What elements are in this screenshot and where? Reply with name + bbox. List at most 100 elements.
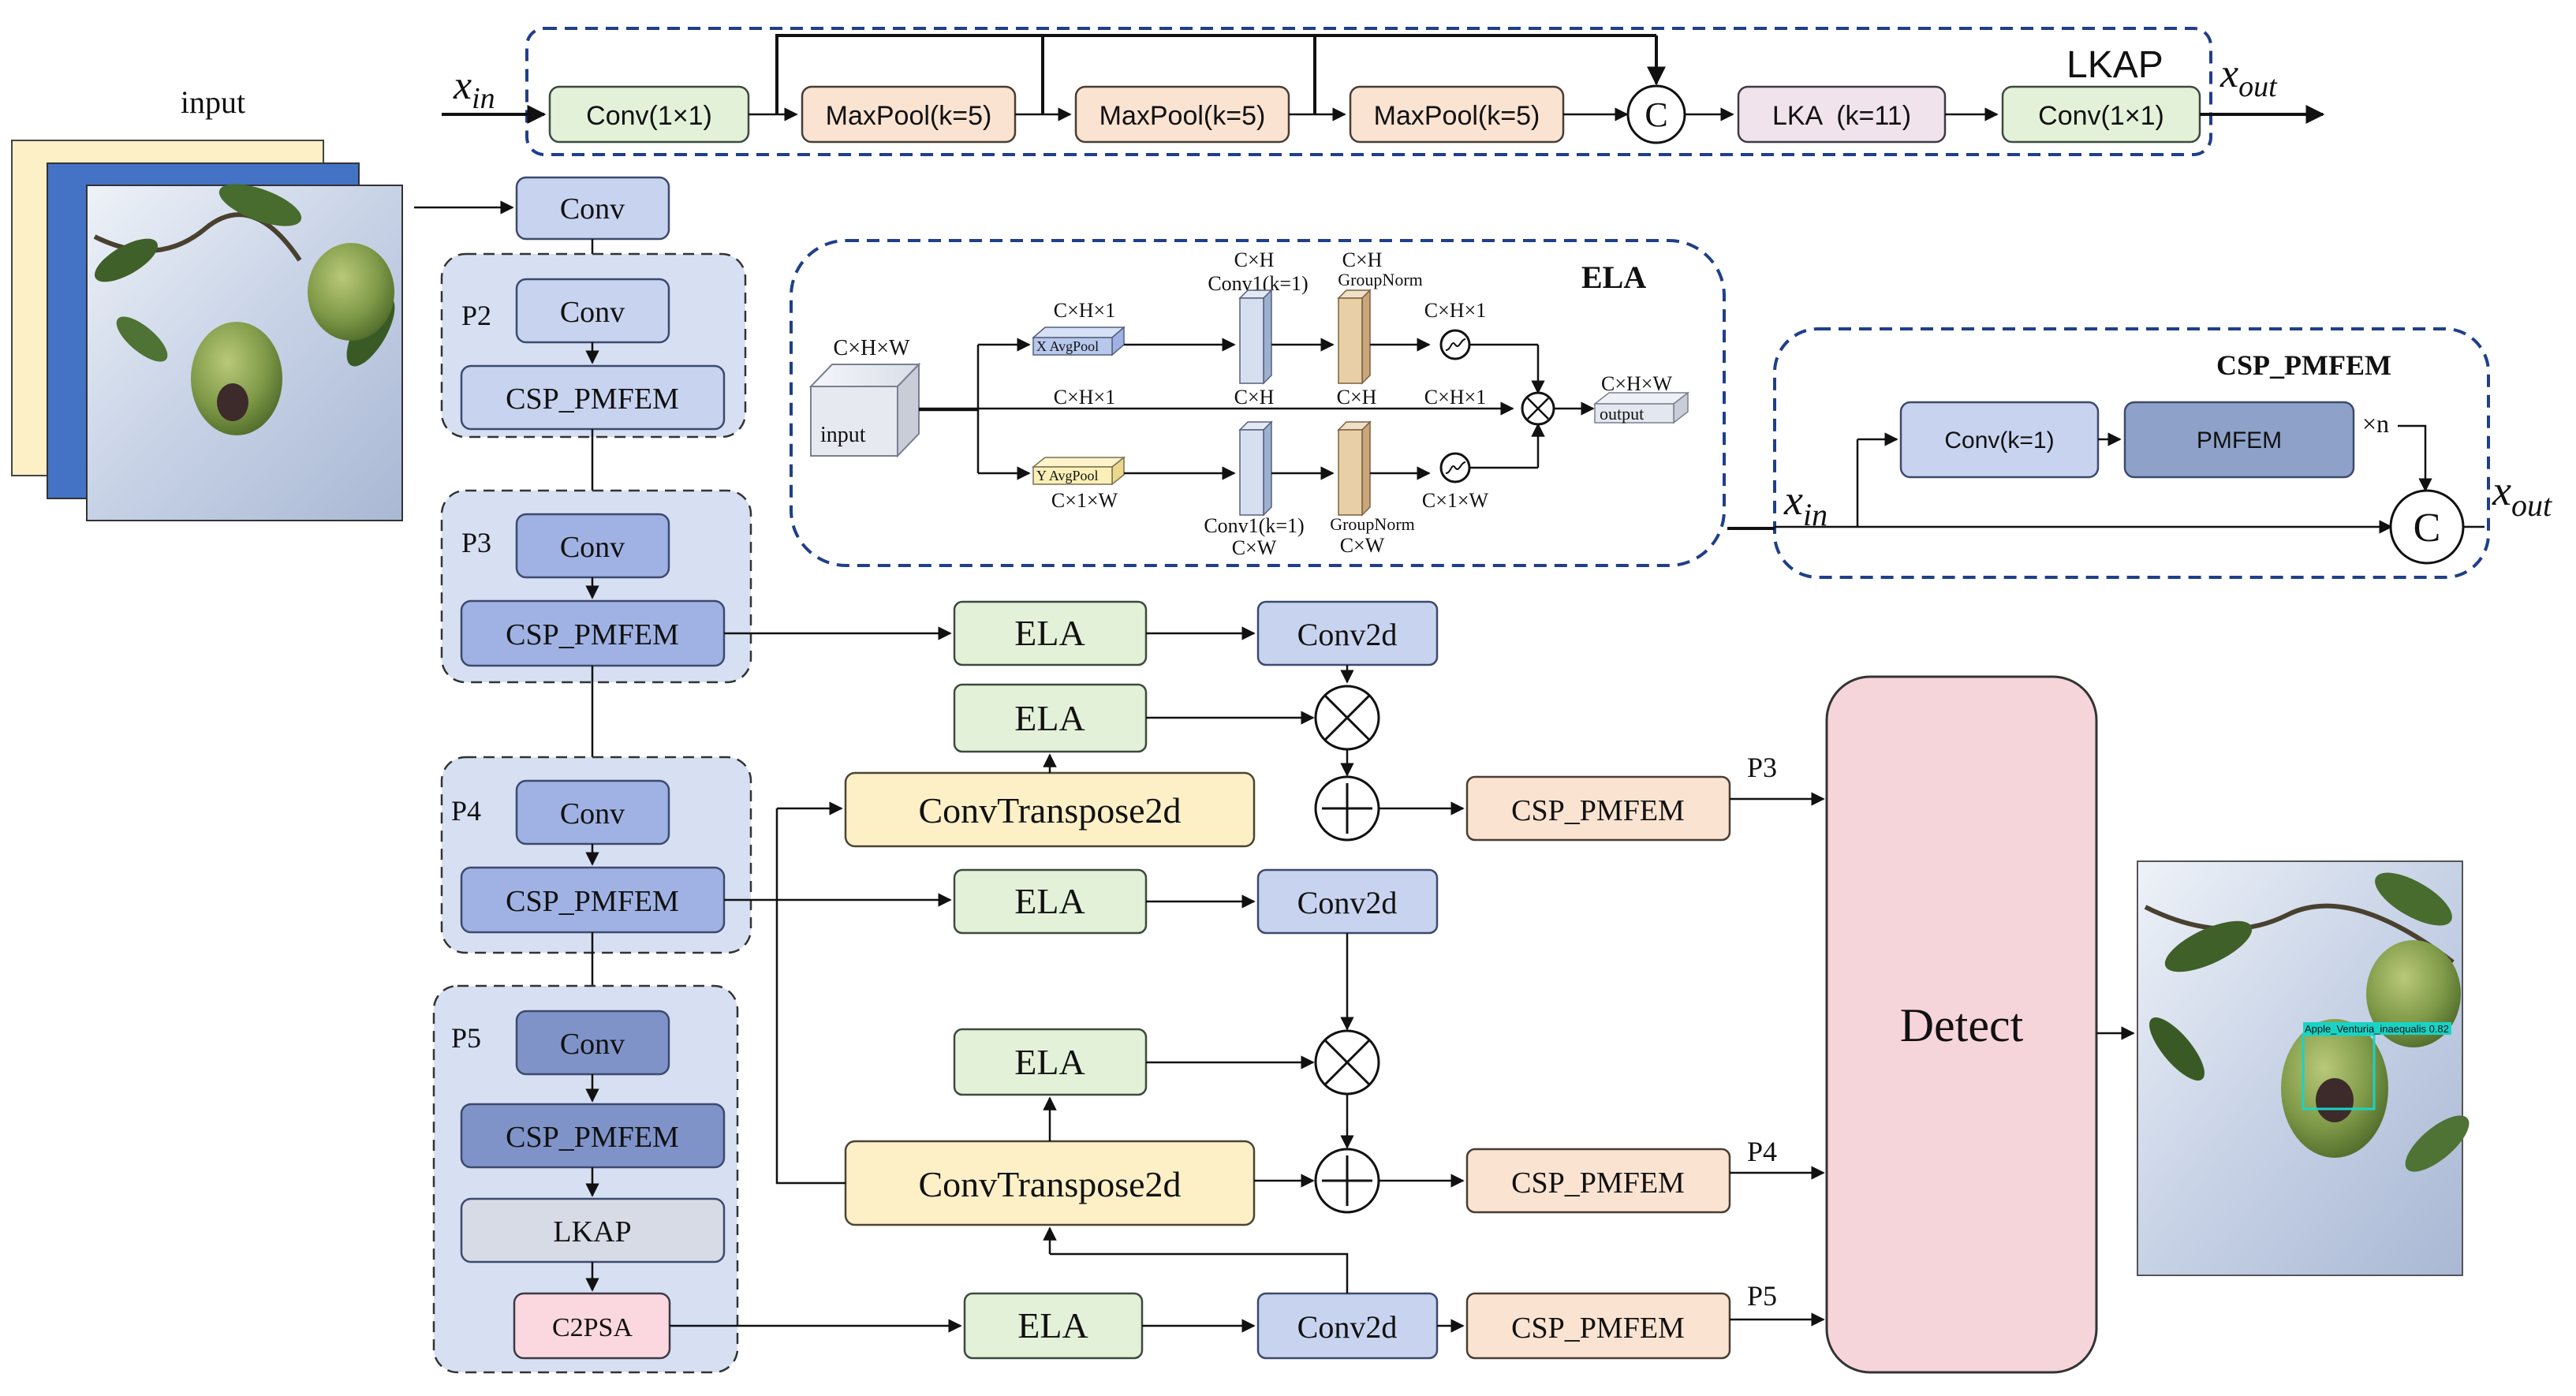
ela-y-avgpool bbox=[1032, 466, 1113, 485]
ela-gn-top-label: GroupNorm bbox=[1338, 270, 1423, 289]
backbone-p4-title: P4 bbox=[451, 795, 481, 827]
ela-conv-bottom-label: Conv1(k=1) bbox=[1204, 514, 1304, 537]
ela-y-avgpool-label: Y AvgPool bbox=[1036, 468, 1099, 483]
ela-x-avgpool bbox=[1032, 337, 1113, 356]
backbone-stem-label: Conv bbox=[560, 192, 625, 226]
ela-input-cube bbox=[808, 362, 921, 458]
neck-ela-1-label: ELA bbox=[1014, 613, 1085, 653]
detect-head: Detect bbox=[1825, 675, 2135, 1374]
csp-repeat-label: ×n bbox=[2362, 409, 2389, 438]
csp-xout: xout bbox=[2492, 467, 2552, 523]
lkap-xin: xin bbox=[453, 63, 495, 115]
detection-label-bg bbox=[2303, 1022, 2451, 1035]
ela-output-dims: C×H×W bbox=[1601, 372, 1672, 395]
ela-sig-bottom-dims: C×1×W bbox=[1422, 489, 1489, 512]
neck-ela-5-label: ELA bbox=[1017, 1305, 1088, 1346]
ela-sig-top-dims: C×H×1 bbox=[1424, 299, 1486, 322]
neck-csp-1-label: CSP_PMFEM bbox=[1511, 794, 1685, 827]
ela-dim-top: C×H×1 bbox=[1054, 299, 1115, 322]
neck-p4-label: P4 bbox=[1747, 1136, 1777, 1167]
ela-gn-bottom bbox=[1338, 429, 1363, 516]
backbone-p2-csp-label: CSP_PMFEM bbox=[506, 383, 679, 416]
lkap-lka-label: LKA (k=11) bbox=[1772, 101, 1911, 131]
neck-ela-3-label: ELA bbox=[1014, 881, 1085, 921]
backbone-p5-group bbox=[432, 984, 739, 1374]
output-image: Apple_Venturia_inaequalis 0.82 bbox=[2137, 860, 2470, 1276]
neck-p5-label: P5 bbox=[1747, 1280, 1777, 1312]
backbone-p2-conv-label: Conv bbox=[560, 296, 625, 329]
ela-input-label: input bbox=[820, 423, 866, 447]
detection-label: Apple_Venturia_inaequalis 0.82 bbox=[2305, 1023, 2449, 1035]
ela-output-cube bbox=[1594, 403, 1674, 424]
csp-pmfem bbox=[2123, 401, 2355, 479]
neck: ELA Conv2d ELA ConvTranspose2d CSP_PMFEM… bbox=[670, 600, 1825, 1360]
backbone: Conv P2 Conv CSP_PMFEM P3 Conv CSP_PMFEM… bbox=[414, 176, 752, 1374]
detect-box bbox=[1825, 675, 2098, 1374]
neck-conv2d-3-label: Conv2d bbox=[1297, 1309, 1398, 1345]
neck-conv2d-2-label: Conv2d bbox=[1297, 885, 1398, 920]
csp-title: CSP_PMFEM bbox=[2216, 349, 2391, 381]
csp-conv-label: Conv(k=1) bbox=[1944, 427, 2054, 454]
lkap-conv-in-label: Conv(1×1) bbox=[586, 101, 712, 131]
ela-conv-top bbox=[1239, 297, 1264, 384]
neck-csp-2-label: CSP_PMFEM bbox=[1511, 1166, 1685, 1200]
ela-output-label: output bbox=[1600, 404, 1644, 424]
lkap-module: LKAP xin xout Conv(1×1) MaxPool(k=5) Max… bbox=[442, 27, 2325, 156]
ela-module: ELA C×H×W input C×H×1 X AvgPool C×H×1 Y … bbox=[790, 239, 1726, 567]
backbone-p5-c2psa-label: C2PSA bbox=[552, 1313, 633, 1342]
csp-pmfem-label: PMFEM bbox=[2197, 427, 2282, 454]
csp-xin: xin bbox=[1783, 476, 1827, 532]
neck-p3-label: P3 bbox=[1747, 752, 1777, 783]
ela-conv-top-under: C×H bbox=[1234, 386, 1275, 409]
input-label: input bbox=[181, 84, 245, 120]
neck-ela-4-label: ELA bbox=[1014, 1042, 1085, 1082]
ela-gn-top-under: C×H bbox=[1337, 386, 1377, 409]
lkap-maxpool-3-label: MaxPool(k=5) bbox=[1374, 101, 1540, 131]
ela-gn-bottom-under: C×W bbox=[1340, 534, 1385, 557]
ela-dashed-border bbox=[790, 239, 1726, 567]
lkap-concat-label: C bbox=[1645, 95, 1667, 134]
backbone-p5-conv-label: Conv bbox=[560, 1028, 625, 1061]
lkap-maxpool-1-label: MaxPool(k=5) bbox=[826, 101, 992, 131]
ela-sig-mid-dims: C×H×1 bbox=[1424, 386, 1486, 409]
neck-convtranspose-2-label: ConvTranspose2d bbox=[918, 1164, 1181, 1204]
csp-pmfem-module: CSP_PMFEM xin Conv(k=1) PMFEM ×n C xout bbox=[1727, 327, 2552, 579]
ela-dim-bottom: C×1×W bbox=[1051, 489, 1118, 512]
ela-title: ELA bbox=[1581, 259, 1646, 295]
detect-label: Detect bbox=[1900, 999, 2024, 1051]
ela-gn-top bbox=[1338, 297, 1363, 384]
ela-gn-bottom-label: GroupNorm bbox=[1330, 514, 1415, 534]
neck-conv2d-1-label: Conv2d bbox=[1297, 617, 1398, 652]
backbone-p4-conv-label: Conv bbox=[560, 797, 625, 831]
backbone-p3-conv-label: Conv bbox=[560, 531, 625, 564]
lkap-xout: xout bbox=[2219, 51, 2278, 103]
backbone-p3-csp-label: CSP_PMFEM bbox=[506, 618, 679, 651]
neck-csp-1 bbox=[1465, 775, 1731, 842]
neck-csp-2 bbox=[1465, 1148, 1731, 1214]
input-photo bbox=[86, 184, 403, 521]
backbone-p5-title: P5 bbox=[451, 1022, 481, 1054]
neck-csp-3 bbox=[1465, 1292, 1731, 1360]
ela-conv-top-dims: C×H bbox=[1234, 248, 1275, 271]
backbone-p3-title: P3 bbox=[461, 527, 491, 558]
ela-conv-bottom-under: C×W bbox=[1232, 536, 1277, 559]
backbone-p2-title: P2 bbox=[461, 300, 491, 331]
lkap-title: LKAP bbox=[2066, 44, 2163, 86]
backbone-p5-lkap-label: LKAP bbox=[553, 1215, 631, 1249]
csp-dashed-border bbox=[1773, 327, 2490, 579]
neck-convtranspose-1-label: ConvTranspose2d bbox=[918, 790, 1181, 831]
ela-gn-top-dims: C×H bbox=[1342, 248, 1383, 271]
lkap-dashed-border bbox=[525, 27, 2212, 156]
neck-ela-2-label: ELA bbox=[1014, 698, 1085, 738]
input-image-stack: input bbox=[11, 84, 403, 521]
lkap-maxpool-2-label: MaxPool(k=5) bbox=[1099, 101, 1266, 131]
lkap-conv-out-label: Conv(1×1) bbox=[2038, 101, 2164, 131]
ela-input-dims: C×H×W bbox=[834, 336, 910, 360]
neck-csp-3-label: CSP_PMFEM bbox=[1511, 1312, 1685, 1345]
ela-x-avgpool-label: X AvgPool bbox=[1036, 338, 1099, 354]
backbone-p5-csp-label: CSP_PMFEM bbox=[506, 1121, 679, 1154]
csp-concat-label: C bbox=[2414, 506, 2441, 551]
ela-conv-bottom bbox=[1239, 429, 1264, 516]
ela-dim-mid: C×H×1 bbox=[1054, 386, 1115, 409]
